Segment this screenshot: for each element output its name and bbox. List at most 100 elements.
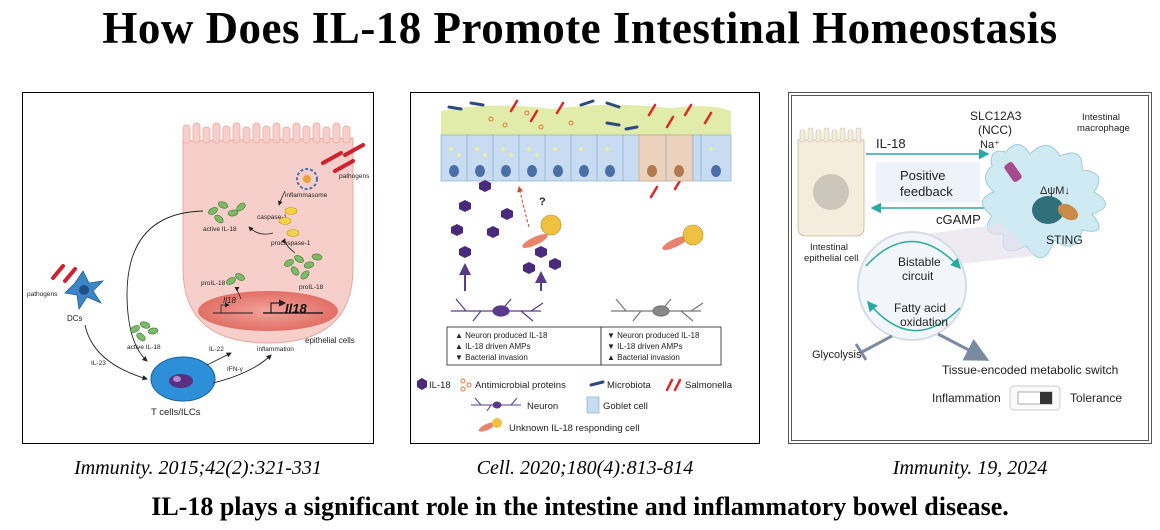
pathogen-rods-left [51, 264, 77, 283]
label-active-il18-top: active IL-18 [203, 226, 237, 233]
switch-knob [1040, 392, 1052, 404]
legend-goblet-icon [586, 396, 600, 414]
epithelial-nucleus [813, 174, 849, 210]
label-feedback: feedback [900, 184, 953, 199]
label-procaspase-1: procaspase-1 [271, 240, 311, 247]
neuron-il18-diagram: ? ▲ Neuron produced IL-18 ▲ IL-18 driven… [417, 99, 733, 434]
label-fatty-acid: Fatty acid [894, 301, 946, 315]
panel-macrophage-diagram: Intestinal epithelial cell IL-18 Positiv… [788, 92, 1152, 444]
legend-goblet: Goblet cell [603, 401, 648, 412]
panel-il18-epithelial-diagram: pathogens inflammasome caspase-1 procasp… [22, 92, 374, 444]
legend-il18: IL-18 [429, 380, 451, 391]
label-proil18-left: proIL-18 [201, 280, 226, 287]
box-right-line-2: ▼ IL-18 driven AMPs [607, 342, 683, 351]
box-left-line-1: ▲ Neuron produced IL-18 [455, 331, 548, 340]
label-slc12a3: SLC12A3 [970, 109, 1022, 123]
label-intestinal-macrophage: Intestinal [1082, 112, 1120, 123]
panel-neuron-il18-diagram: ? ▲ Neuron produced IL-18 ▲ IL-18 driven… [410, 92, 760, 444]
label-bistable: Bistable [898, 255, 941, 269]
bottom-caption: IL-18 plays a significant role in the in… [151, 492, 1009, 521]
epithelial-cell-diagram: pathogens inflammasome caspase-1 procasp… [27, 122, 370, 418]
label-cgamp: cGAMP [936, 212, 981, 227]
label-pathogens-top: pathogens [339, 173, 370, 180]
microbiota-rods [447, 99, 639, 131]
box-right-line-1: ▼ Neuron produced IL-18 [607, 331, 700, 340]
label-question: ? [539, 196, 546, 208]
dendritic-cell-icon [64, 270, 105, 311]
citation-panel-2: Cell. 2020;180(4):813-814 [476, 457, 694, 479]
legend-salmonella: Salmonella [685, 380, 733, 391]
proil18-cluster-right [284, 253, 323, 280]
mucus-layer [441, 104, 731, 137]
pathogen-rods-top [321, 143, 365, 173]
bistable-circuit-circle [857, 231, 967, 341]
label-sodium: Na⁺ [980, 139, 1000, 151]
neuron-icon-left [451, 298, 544, 322]
legend-unknown: Unknown IL-18 responding cell [509, 423, 639, 434]
label-il23: IL-23 [91, 360, 106, 367]
label-inflammasome: inflammasome [285, 192, 328, 199]
tcell-icon [150, 356, 216, 402]
label-tcells: T cells/ILCs [151, 407, 201, 418]
label-active-il18-bottom: active IL-18 [127, 344, 161, 351]
active-il18-cluster-top [208, 201, 246, 224]
macrophage-metabolic-diagram: Intestinal epithelial cell IL-18 Positiv… [797, 109, 1130, 411]
label-epithelial-cell: epithelial cell [804, 253, 858, 264]
label-tolerance: Tolerance [1070, 391, 1122, 405]
label-ncc: (NCC) [978, 123, 1012, 137]
neuron-icon-right [611, 298, 704, 322]
feedback-box [876, 162, 980, 202]
active-il18-cluster-bottom [130, 321, 159, 342]
mitochondrion-icon [1057, 203, 1079, 221]
label-intestinal-epithelial: Intestinal [810, 242, 848, 253]
label-ifn-gamma: IFN-γ [227, 366, 244, 373]
box-right-line-3: ▲ Bacterial invasion [607, 353, 680, 362]
label-caspase-1: caspase-1 [257, 214, 287, 221]
label-sting: STING [1046, 233, 1083, 247]
legend-il18-icon [417, 378, 427, 390]
legend-microbiota: Microbiota [607, 380, 652, 391]
label-circuit: circuit [902, 269, 934, 283]
ncc-transporter-icon [1004, 162, 1022, 182]
citation-panel-3: Immunity. 19, 2024 [892, 457, 1048, 479]
legend-amp: Antimicrobial proteins [475, 380, 566, 391]
legend-neuron-icon [471, 397, 521, 412]
legend-unknown-cell-icon [478, 418, 502, 432]
legend-salmonella-icon [665, 378, 682, 392]
legend-neuron: Neuron [527, 401, 558, 412]
label-epithelial-cells: epithelial cells [305, 336, 355, 345]
label-il18: IL-18 [876, 136, 906, 151]
label-tissue-switch: Tissue-encoded metabolic switch [942, 363, 1118, 377]
amp-dots [488, 110, 574, 130]
label-proil18-right: proIL-18 [299, 284, 324, 291]
inflammasome-icon [296, 168, 318, 190]
label-il18-gene-small: Il18 [223, 296, 236, 305]
citation-panel-1: Immunity. 2015;42(2):321-331 [74, 457, 322, 479]
epithelial-granules [449, 147, 713, 157]
label-positive: Positive [900, 168, 946, 183]
microvilli [182, 122, 351, 144]
unknown-responding-cell-right [662, 224, 704, 250]
epithelial-microvilli [799, 127, 862, 143]
summary-box-right [600, 326, 722, 366]
label-glycolysis: Glycolysis [812, 349, 862, 361]
epithelial-cell-dividers [466, 135, 702, 181]
legend-microbiota-icon [589, 380, 605, 387]
tissue-switch-arrow [937, 332, 990, 361]
summary-box-left [446, 326, 602, 366]
label-macrophage: macrophage [1077, 123, 1130, 134]
label-oxidation: oxidation [900, 315, 948, 329]
il18-hexagons-left [451, 180, 561, 274]
label-il22: IL-22 [209, 346, 224, 353]
box-left-line-3: ▼ Bacterial invasion [455, 353, 528, 362]
epithelial-nuclei [449, 165, 721, 177]
label-delta-psi: ΔψM↓ [1040, 185, 1070, 197]
macrophage-nucleus [1032, 196, 1064, 224]
nucleus [198, 291, 338, 331]
label-inflammation: inflammation [257, 346, 294, 353]
label-il18-gene-big: Il18 [285, 301, 307, 316]
box-left-line-2: ▲ IL-18 driven AMPs [455, 342, 531, 351]
legend-amp-icon [460, 378, 472, 392]
label-pathogens-left: pathogens [27, 291, 58, 298]
label-inflammation: Inflammation [932, 391, 1001, 405]
